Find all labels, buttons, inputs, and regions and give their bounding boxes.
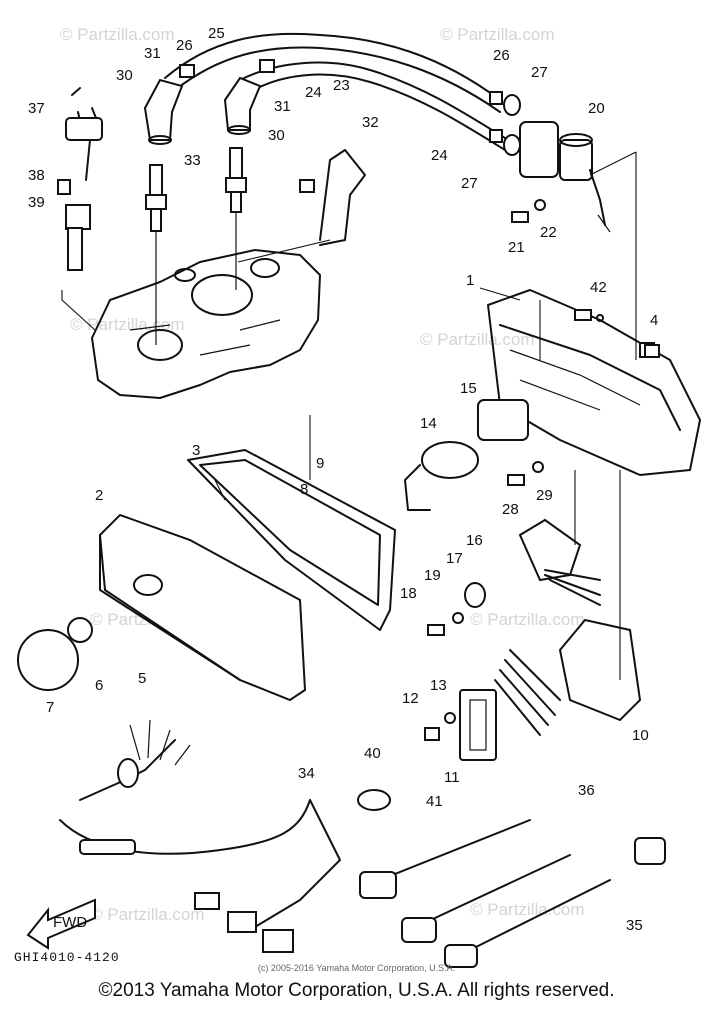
callout: 28 — [502, 501, 519, 518]
callout: 1 — [466, 272, 474, 289]
callout: 8 — [300, 481, 308, 498]
high-tension-leads — [164, 32, 506, 151]
watermark: © Partzilla.com — [470, 610, 585, 629]
callout: 26 — [176, 37, 193, 54]
callout: 14 — [420, 415, 437, 432]
callout: 40 — [364, 745, 381, 762]
leader-lines — [214, 151, 637, 680]
callout: 18 — [400, 585, 417, 602]
bracket — [237, 149, 366, 263]
spark-plugs — [145, 147, 247, 345]
cover-cap — [17, 617, 93, 691]
callout: 24 — [305, 84, 322, 101]
callout: 34 — [298, 765, 315, 782]
callout: 4 — [650, 312, 658, 329]
callout: 11 — [444, 769, 460, 786]
watermark: © Partzilla.com — [90, 905, 205, 924]
callout: 24 — [431, 147, 448, 164]
diagram-code: GHI4010-4120 — [14, 950, 120, 965]
inner-copyright: (c) 2005-2016 Yamaha Motor Corporation, … — [257, 963, 456, 973]
callout: 27 — [461, 175, 478, 192]
callout: 13 — [430, 677, 447, 694]
watermark: © Partzilla.com — [60, 25, 175, 44]
callout: 31 — [274, 98, 291, 115]
battery-leads — [359, 819, 666, 968]
cylinder-head — [91, 249, 321, 399]
callout: 27 — [531, 64, 548, 81]
fwd-label: FWD — [53, 914, 87, 931]
callout: 22 — [540, 224, 557, 241]
watermarks: © Partzilla.com © Partzilla.com © Partzi… — [60, 25, 585, 924]
callout: 39 — [28, 194, 45, 211]
callout: 3 — [192, 442, 200, 459]
callout: 9 — [316, 455, 324, 472]
cdi-unit — [494, 618, 642, 736]
callout: 23 — [333, 77, 350, 94]
thermo-switch — [57, 87, 103, 331]
callout: 35 — [626, 917, 643, 934]
watermark: © Partzilla.com — [470, 900, 585, 919]
callout: 15 — [460, 380, 477, 397]
callout: 37 — [28, 100, 45, 117]
callout: 31 — [144, 45, 161, 62]
callout: 26 — [493, 47, 510, 64]
clamp — [357, 789, 391, 811]
rectifier — [464, 518, 601, 608]
callout: 2 — [95, 487, 103, 504]
starter-relay — [404, 399, 529, 511]
callout: 17 — [446, 550, 463, 567]
wiring-harness — [59, 719, 341, 953]
callout: 29 — [536, 487, 553, 504]
ignition-coil — [519, 121, 611, 233]
callout: 16 — [466, 532, 483, 549]
bracket-plate — [424, 689, 497, 761]
callout: 42 — [590, 279, 607, 296]
callout: 7 — [46, 699, 54, 716]
callout: 21 — [508, 239, 525, 256]
fwd-arrow: FWD — [26, 898, 96, 950]
callout: 30 — [116, 67, 133, 84]
callout: 19 — [424, 567, 441, 584]
watermark: © Partzilla.com — [440, 25, 555, 44]
electric-box-cover — [99, 513, 307, 702]
watermark: © Partzilla.com — [420, 330, 535, 349]
callout: 6 — [95, 677, 103, 694]
callout: 32 — [362, 114, 379, 131]
fasteners — [427, 199, 660, 636]
callout: 25 — [208, 25, 225, 42]
callout: 38 — [28, 167, 45, 184]
callout: 5 — [138, 670, 146, 687]
callout: 20 — [588, 100, 605, 117]
callout: 30 — [268, 127, 285, 144]
copyright-notice: ©2013 Yamaha Motor Corporation, U.S.A. A… — [98, 980, 615, 1001]
electric-box — [487, 289, 701, 476]
callout: 12 — [402, 690, 419, 707]
gaskets — [187, 449, 396, 631]
callout: 36 — [578, 782, 595, 799]
callout: 10 — [632, 727, 649, 744]
callout: 33 — [184, 152, 201, 169]
callout-numbers: 1 2 3 4 5 6 7 8 9 10 11 12 13 14 15 16 1… — [28, 25, 658, 934]
callout: 41 — [426, 793, 443, 810]
plug-caps — [143, 59, 521, 156]
